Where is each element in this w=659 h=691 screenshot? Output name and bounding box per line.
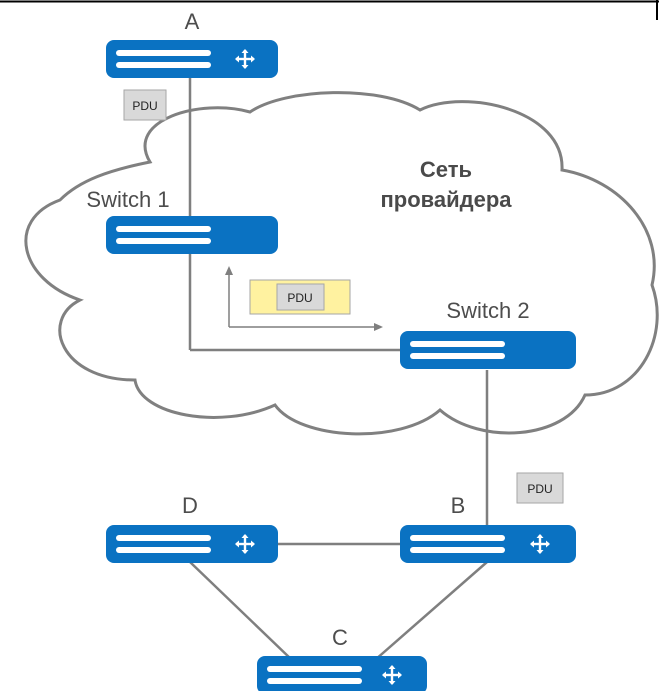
router-arrows-icon — [235, 534, 255, 554]
link-b-c — [374, 561, 488, 661]
switch1-label: Switch 1 — [86, 187, 169, 212]
link-d-c — [189, 561, 293, 661]
router-arrows-icon — [530, 534, 550, 554]
switch2-label: Switch 2 — [446, 298, 529, 323]
switch-2[interactable] — [400, 331, 576, 369]
encapsulation-arrows — [225, 266, 383, 331]
cloud-label-line2: провайдера — [380, 187, 512, 212]
switch-1[interactable] — [106, 216, 278, 254]
pdu-top-label: PDU — [132, 99, 157, 113]
pdu-top: PDU — [123, 89, 167, 121]
router-a-label: A — [185, 9, 200, 34]
router-d[interactable] — [106, 525, 278, 563]
router-a[interactable] — [106, 40, 278, 78]
cloud-label-line1: Сеть — [420, 157, 472, 182]
pdu-right-label: PDU — [527, 482, 552, 496]
pdu-encapsulated-label: PDU — [287, 291, 312, 305]
pdu-encapsulated: PDU — [249, 279, 351, 315]
router-c[interactable] — [257, 656, 427, 691]
router-b-label: B — [451, 493, 466, 518]
pdu-right: PDU — [516, 472, 564, 504]
router-arrows-icon — [382, 665, 402, 685]
provider-cloud — [24, 91, 659, 436]
router-arrows-icon — [235, 49, 255, 69]
router-d-label: D — [182, 493, 198, 518]
router-b[interactable] — [400, 525, 576, 563]
router-c-label: C — [332, 625, 348, 650]
